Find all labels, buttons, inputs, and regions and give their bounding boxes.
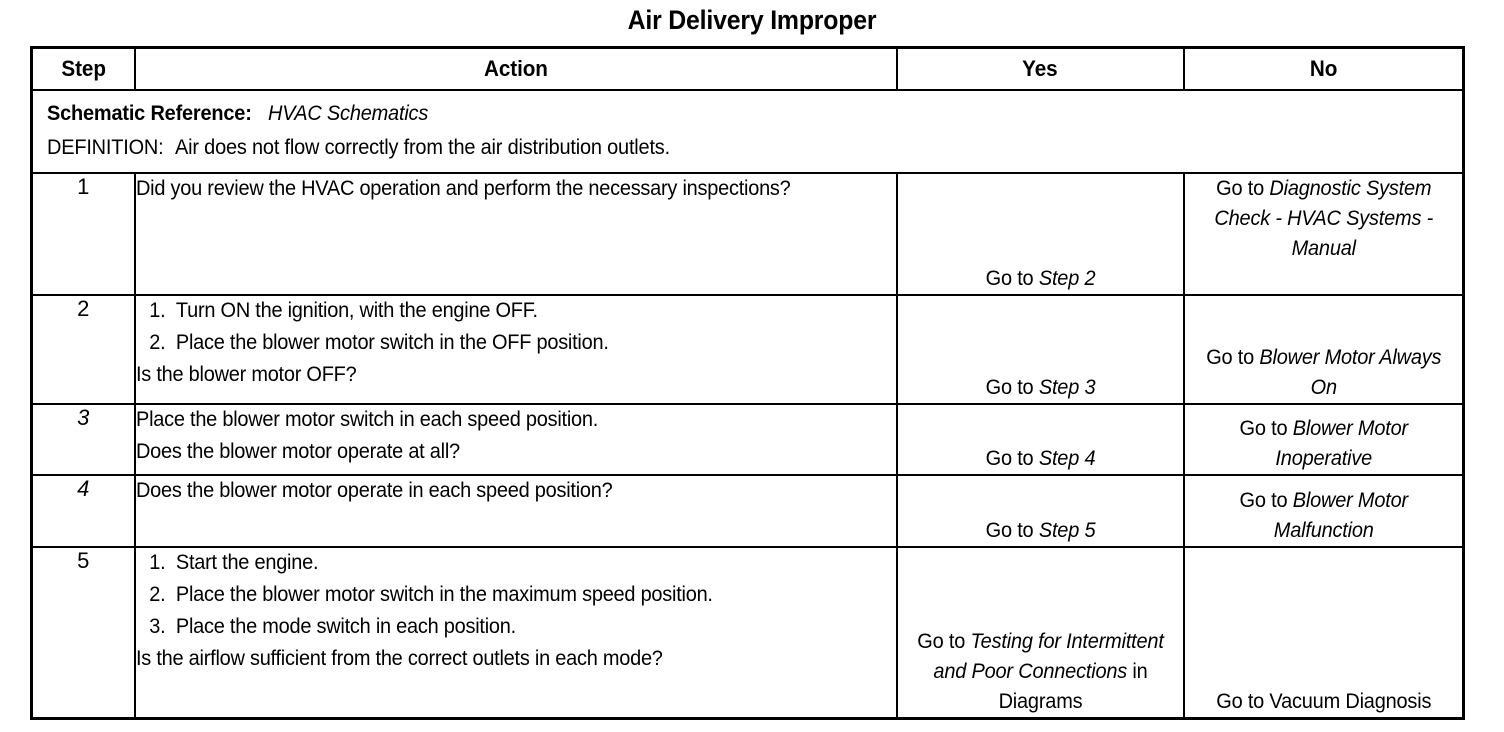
definition-value: Air does not flow correctly from the air…	[175, 136, 671, 159]
action-cell: Does the blower motor operate in each sp…	[133, 474, 898, 548]
no-prefix: Go to	[1239, 417, 1293, 440]
schematic-reference-value: HVAC Schematics	[268, 102, 429, 125]
yes-branch-cell: Go to Testing for Intermittent and Poor …	[895, 546, 1185, 720]
definition-line: DEFINITION: Air does not flow correctly …	[47, 131, 1462, 165]
action-step-item: 2. Place the blower motor switch in the m…	[136, 580, 894, 610]
action-step-item: 1. Start the engine.	[136, 548, 894, 578]
column-header-yes: Yes	[895, 46, 1185, 91]
page-title: Air Delivery Improper	[627, 5, 877, 35]
action-step-text: Start the engine.	[175, 551, 318, 574]
action-step-text: Turn ON the ignition, with the engine OF…	[175, 299, 538, 322]
no-prefix: Go to	[1239, 489, 1293, 512]
no-branch-text: Go to Blower Motor Always On	[1191, 343, 1455, 403]
action-step-text: Place the mode switch in each position.	[175, 615, 516, 638]
definition-label: DEFINITION:	[47, 136, 164, 159]
column-header-step: Step	[30, 46, 136, 91]
action-cell: 1. Turn ON the ignition, with the engine …	[133, 294, 898, 405]
action-step-list: 1. Turn ON the ignition, with the engine …	[136, 296, 894, 358]
definition-cell: Schematic Reference: HVAC Schematics DEF…	[30, 89, 1465, 174]
yes-prefix: Go to	[985, 519, 1039, 542]
definition-row: Schematic Reference: HVAC Schematics DEF…	[30, 89, 1465, 174]
table-row: 3 Place the blower motor switch in each …	[30, 403, 1465, 476]
action-text: Place the blower motor switch in each sp…	[135, 408, 598, 431]
column-header-yes-label: Yes	[1022, 56, 1058, 81]
no-target: Blower Motor Inoperative	[1274, 417, 1408, 470]
schematic-reference-line: Schematic Reference: HVAC Schematics	[47, 97, 1462, 131]
action-step-text: Place the blower motor switch in the max…	[175, 583, 713, 606]
yes-target: Step 5	[1038, 519, 1095, 542]
yes-prefix: Go to	[985, 376, 1039, 399]
no-branch-text: Go to Vacuum Diagnosis	[1191, 687, 1455, 717]
action-step-number: 1.	[148, 551, 165, 574]
action-cell: Did you review the HVAC operation and pe…	[133, 172, 898, 296]
schematic-reference-label: Schematic Reference:	[47, 102, 252, 125]
yes-branch-text: Go to Step 5	[905, 516, 1176, 546]
yes-branch-text: Go to Step 3	[905, 373, 1176, 403]
no-branch-cell: Go to Diagnostic System Check - HVAC Sys…	[1182, 172, 1465, 296]
action-question: Is the airflow sufficient from the corre…	[135, 647, 663, 670]
yes-target: Testing for Intermittent and Poor Connec…	[932, 630, 1164, 683]
no-branch-text: Go to Diagnostic System Check - HVAC Sys…	[1191, 174, 1455, 264]
no-target: Diagnostic System Check - HVAC Systems -…	[1213, 177, 1433, 260]
no-branch-cell: Go to Blower Motor Always On	[1182, 294, 1465, 405]
no-branch-cell: Go to Blower Motor Inoperative	[1182, 403, 1465, 476]
action-cell: 1. Start the engine. 2. Place the blower m…	[133, 546, 898, 720]
step-number-cell: 1	[30, 172, 136, 296]
no-branch-text: Go to Blower Motor Malfunction	[1191, 486, 1455, 546]
no-prefix: Go to	[1205, 346, 1259, 369]
no-branch-text: Go to Blower Motor Inoperative	[1191, 414, 1455, 474]
action-cell: Place the blower motor switch in each sp…	[133, 403, 898, 476]
yes-branch-cell: Go to Step 5	[895, 474, 1185, 548]
step-number-cell: 5	[30, 546, 136, 720]
yes-branch-text: Go to Step 4	[905, 444, 1176, 474]
table-row: 4 Does the blower motor operate in each …	[30, 474, 1465, 548]
no-target: Blower Motor Always On	[1258, 346, 1441, 399]
yes-prefix: Go to	[916, 630, 970, 653]
diagnostic-table: Step Action Yes No Schematic Reference: …	[30, 46, 1465, 720]
yes-prefix: Go to	[985, 267, 1039, 290]
yes-target: Step 3	[1038, 376, 1095, 399]
action-step-text: Place the blower motor switch in the OFF…	[175, 331, 609, 354]
no-target: Blower Motor Malfunction	[1273, 489, 1408, 542]
yes-branch-text: Go to Testing for Intermittent and Poor …	[905, 627, 1176, 717]
no-branch-cell: Go to Blower Motor Malfunction	[1182, 474, 1465, 548]
yes-target: Step 2	[1038, 267, 1095, 290]
no-prefix: Go to	[1215, 177, 1269, 200]
yes-suffix: in Diagrams	[998, 660, 1148, 713]
column-header-action: Action	[133, 46, 898, 91]
table-row: 5 1. Start the engine. 2. Place the blower…	[30, 546, 1465, 720]
action-question: Does the blower motor operate at all?	[135, 440, 460, 463]
action-step-item: 3. Place the mode switch in each position…	[136, 612, 894, 642]
action-step-number: 3.	[148, 615, 165, 638]
column-header-no: No	[1182, 46, 1465, 91]
action-step-number: 1.	[148, 299, 165, 322]
action-step-number: 2.	[148, 583, 165, 606]
column-header-step-label: Step	[61, 56, 106, 81]
action-step-item: 1. Turn ON the ignition, with the engine …	[136, 296, 894, 326]
column-header-no-label: No	[1309, 56, 1337, 81]
yes-branch-cell: Go to Step 2	[895, 172, 1185, 296]
yes-branch-text: Go to Step 2	[905, 264, 1176, 294]
no-prefix: Go to Vacuum Diagnosis	[1215, 690, 1431, 713]
action-text: Does the blower motor operate in each sp…	[135, 479, 613, 502]
column-header-action-label: Action	[483, 56, 548, 81]
yes-branch-cell: Go to Step 3	[895, 294, 1185, 405]
action-question: Is the blower motor OFF?	[135, 363, 357, 386]
yes-prefix: Go to	[985, 447, 1039, 470]
action-text: Did you review the HVAC operation and pe…	[135, 177, 791, 200]
action-step-number: 2.	[148, 331, 165, 354]
action-step-list: 1. Start the engine. 2. Place the blower m…	[136, 548, 894, 642]
table-header-row: Step Action Yes No	[30, 46, 1465, 91]
no-branch-cell: Go to Vacuum Diagnosis	[1182, 546, 1465, 720]
action-step-item: 2. Place the blower motor switch in the O…	[136, 328, 894, 358]
table-row: 1 Did you review the HVAC operation and …	[30, 172, 1465, 296]
yes-target: Step 4	[1038, 447, 1095, 470]
table-row: 2 1. Turn ON the ignition, with the engin…	[30, 294, 1465, 405]
yes-branch-cell: Go to Step 4	[895, 403, 1185, 476]
step-number-cell: 4	[30, 474, 136, 548]
step-number-cell: 2	[30, 294, 136, 405]
step-number-cell: 3	[30, 403, 136, 476]
